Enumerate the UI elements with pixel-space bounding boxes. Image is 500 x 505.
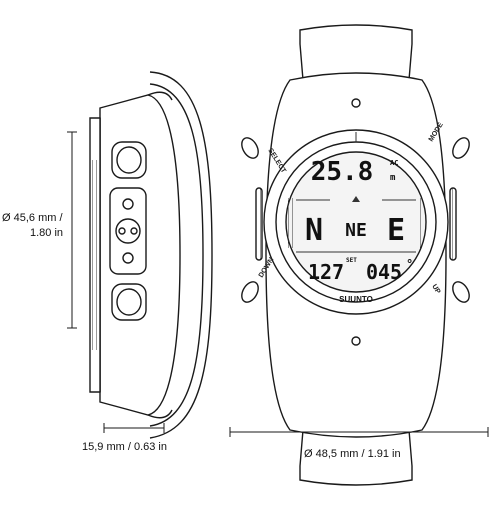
front-button-down (241, 281, 259, 303)
side-strap-outer (149, 71, 213, 439)
depth-value: 25.8 (311, 157, 374, 187)
side-strap-inner (149, 83, 204, 427)
side-port-pin-left (118, 227, 126, 235)
side-port-pin-right (130, 227, 138, 235)
bottom-left-value: 127 (308, 260, 344, 284)
side-port-housing (109, 187, 147, 275)
front-grip-left (255, 187, 263, 261)
width-label: Ø 48,5 mm / 1.91 in (304, 448, 401, 460)
compass-tertiary: E (387, 213, 405, 248)
height-label-line2: 1.80 in (30, 227, 64, 239)
front-button-mode (452, 137, 470, 159)
front-screen (285, 151, 427, 293)
compass-pointer-icon (352, 196, 360, 202)
up-label: UP (430, 283, 441, 295)
height-dimension (67, 131, 77, 329)
depth-unit: m (390, 173, 396, 183)
screen-scale-right (418, 198, 424, 248)
side-port-screw-top (122, 198, 134, 210)
front-strap-bottom (299, 466, 413, 486)
front-button-up (452, 281, 470, 303)
screen-content: 25.8 AC m N NE E 127 SET 045 ° SUUNTO (288, 132, 424, 304)
brand-logo: SUUNTO (339, 295, 373, 304)
width-dimension (229, 427, 489, 437)
front-screw-bottom (351, 336, 361, 346)
front-strap-top (299, 24, 413, 44)
bottom-left-label: SET (346, 257, 357, 264)
height-label-line1: Ø 45,6 mm / (2, 212, 63, 224)
front-button-select (241, 137, 259, 159)
thickness-dimension (103, 423, 165, 433)
side-lug-bottom (147, 409, 173, 419)
depth-badge: AC (390, 159, 398, 167)
compass-primary: N (305, 213, 323, 248)
side-port-screw-bottom (122, 252, 134, 264)
thickness-label: 15,9 mm / 0.63 in (82, 441, 167, 453)
side-view (89, 71, 213, 439)
bottom-right-value: 045 (366, 260, 402, 284)
bottom-right-symbol: ° (406, 257, 413, 271)
side-grip (90, 160, 100, 350)
front-screw-top (351, 98, 361, 108)
side-port-connector (115, 218, 141, 244)
front-view (241, 24, 470, 486)
screen-scale-left (288, 198, 294, 248)
side-button-top-face (116, 146, 142, 174)
side-lug-top (147, 91, 173, 101)
compass-secondary: NE (345, 220, 367, 241)
front-grip-right (449, 187, 457, 261)
side-button-bottom-face (116, 288, 142, 316)
